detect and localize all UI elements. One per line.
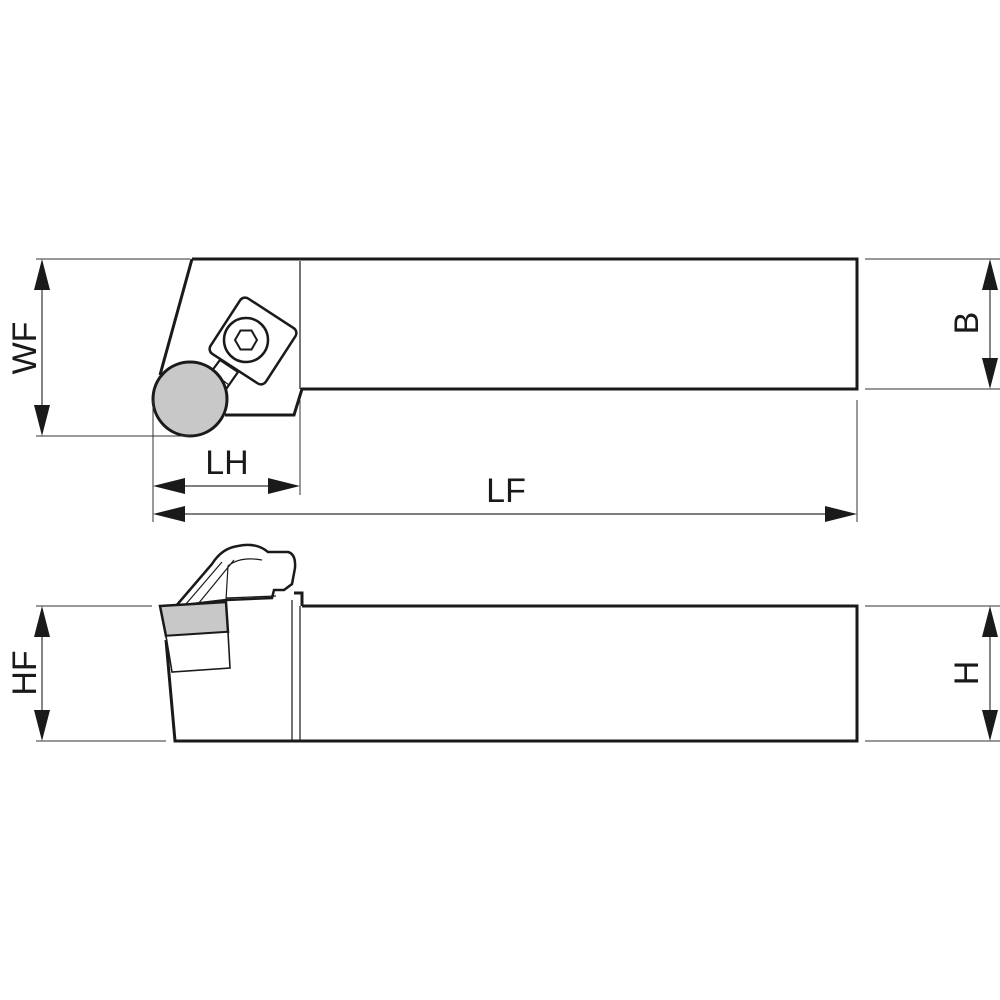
side-view: HF H (6, 543, 1000, 743)
side-clamp-assembly (172, 543, 297, 608)
top-view: WF LH LF B (6, 257, 1000, 522)
clamp-screw-circle (222, 316, 270, 364)
hf-label: HF (6, 650, 44, 695)
lh-label: LH (205, 444, 248, 482)
side-clamp-seat-line (225, 595, 277, 599)
lf-label: LF (486, 472, 526, 510)
lh-dimension: LH (152, 400, 301, 522)
side-insert (158, 600, 230, 638)
top-view-holder-body (158, 257, 859, 417)
h-dimension: H (865, 605, 1000, 742)
wf-label: WF (6, 322, 44, 375)
lf-dimension: LF (153, 400, 858, 522)
side-clamp-profile (172, 543, 297, 608)
round-insert (151, 360, 229, 438)
side-clamp-detail (185, 558, 263, 605)
hf-dimension: HF (6, 605, 166, 742)
h-label: H (948, 661, 986, 686)
b-dimension: B (865, 258, 1000, 390)
hex-socket-icon (233, 329, 259, 351)
b-label: B (948, 312, 986, 335)
insert-seat-shim (165, 631, 231, 673)
wf-dimension: WF (6, 258, 190, 437)
side-view-holder-body (164, 591, 859, 743)
